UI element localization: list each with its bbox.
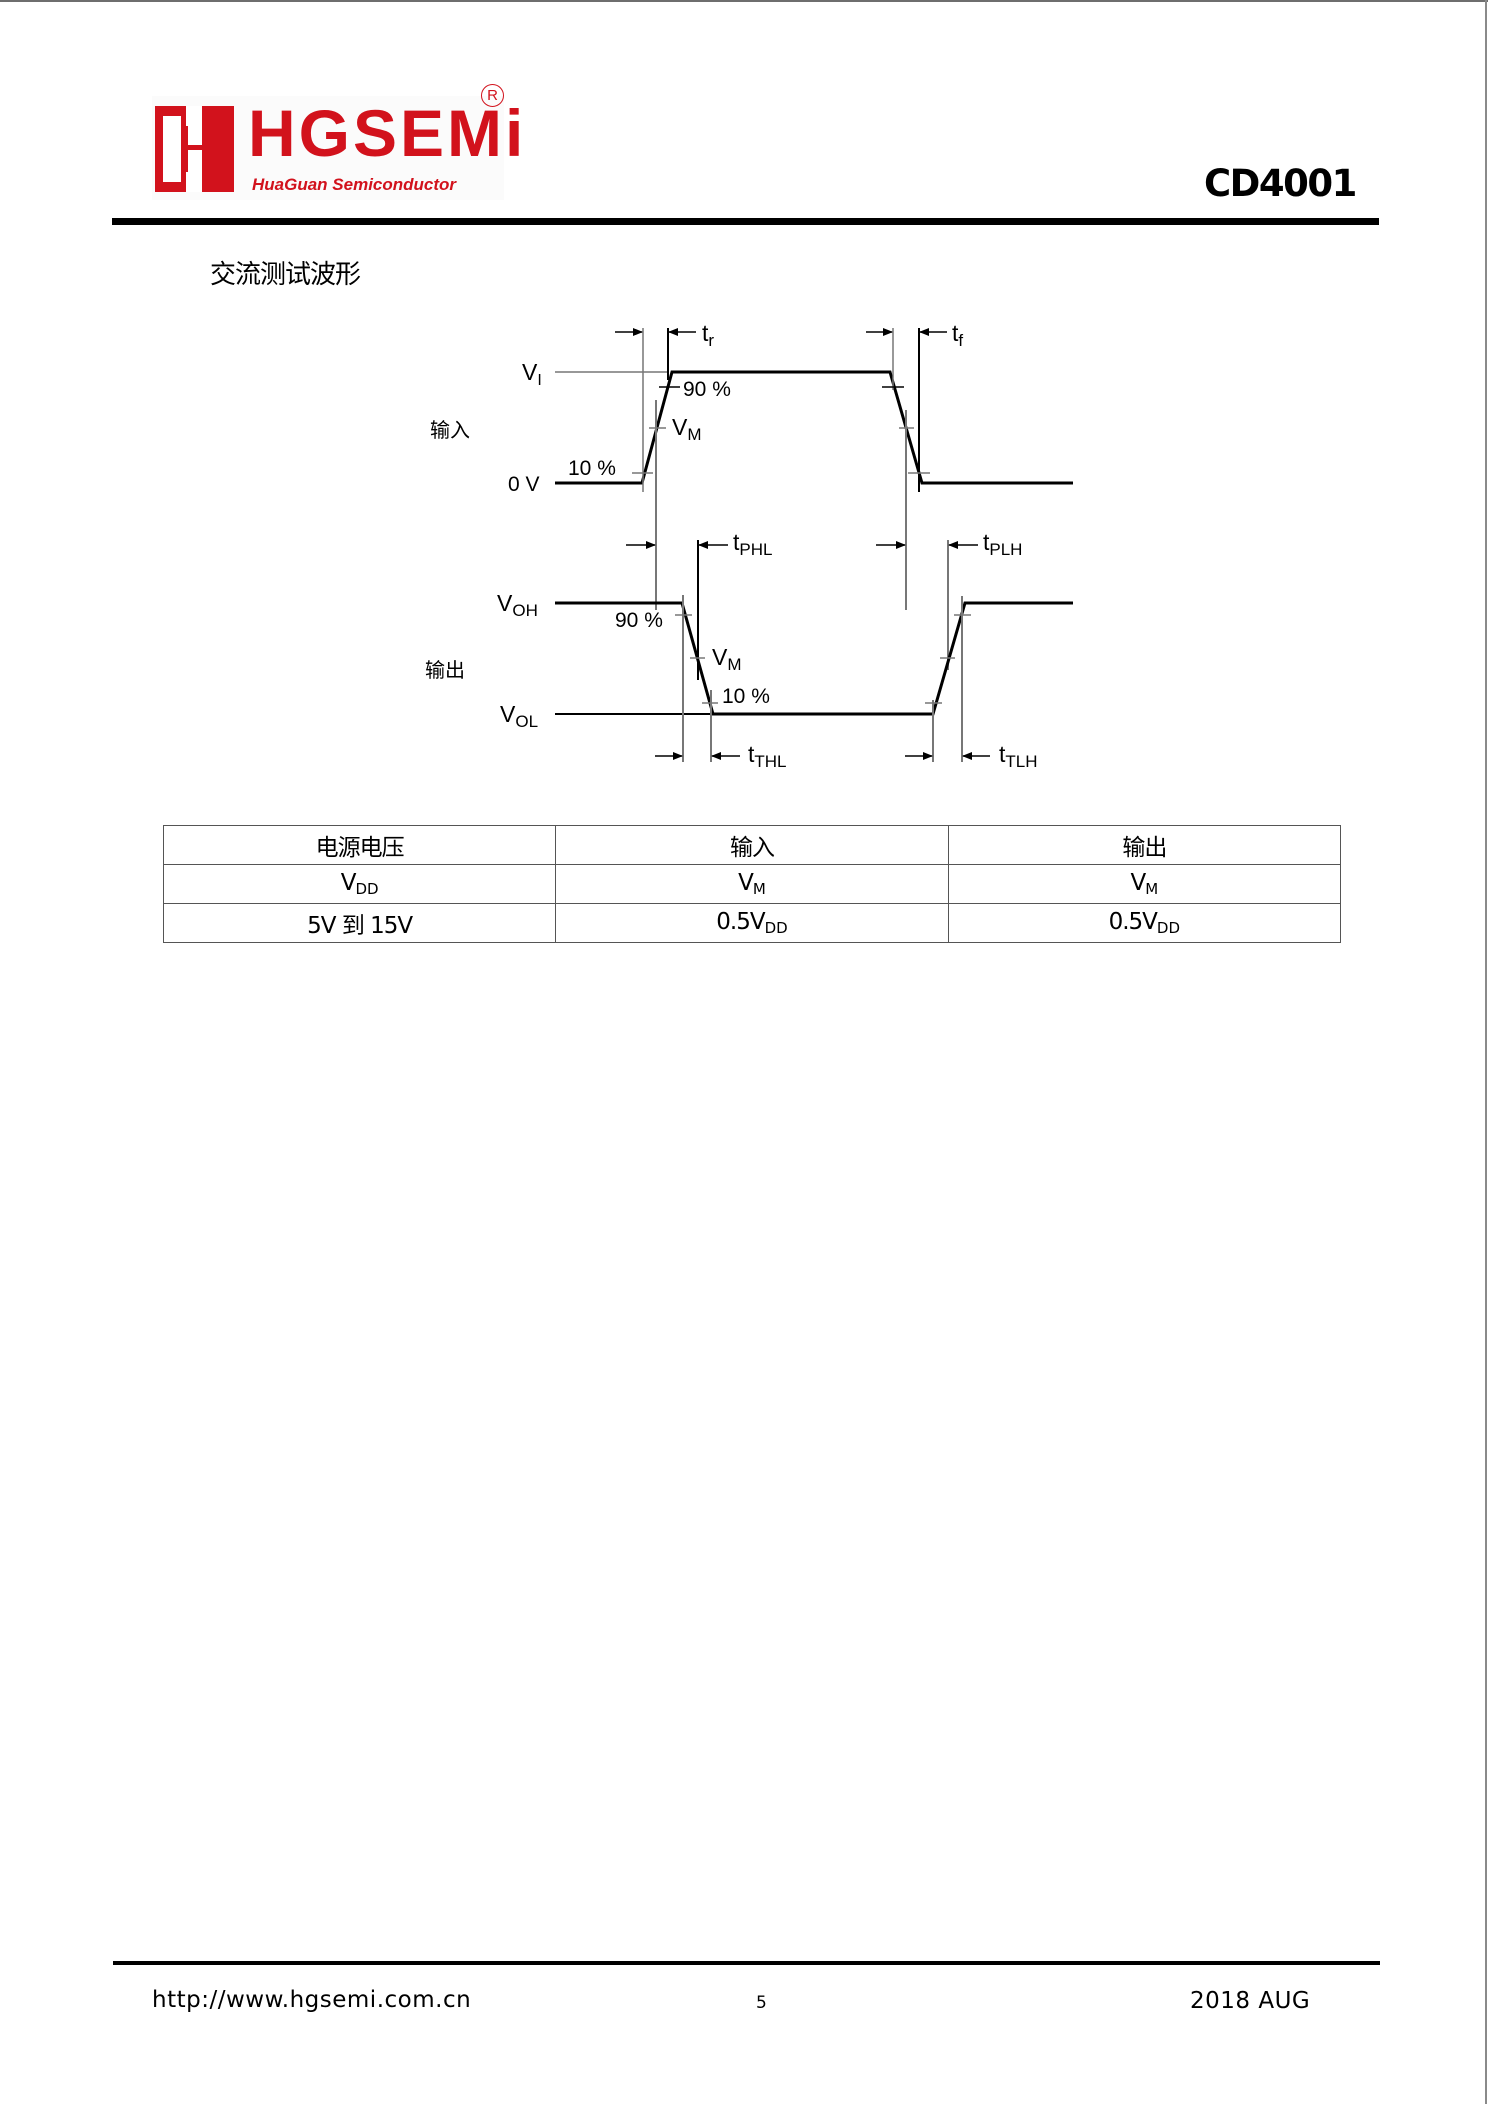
- output-waveform: [555, 595, 1073, 762]
- table-cell: 5V 到 15V: [162, 903, 557, 943]
- hg-logo-mark-icon: [155, 106, 234, 192]
- tphl-label: tPHL: [733, 529, 772, 559]
- input-10-percent-label: 10 %: [568, 457, 616, 480]
- input-low-level-label: 0 V: [508, 473, 540, 496]
- measurement-points-table: 电源电压 输入 输出 VDD VM VM 5V 到 15V 0.5VDD 0.5…: [162, 825, 1342, 943]
- tplh-label: tPLH: [983, 529, 1022, 559]
- table-row: VDD VM VM: [162, 864, 1342, 904]
- table-header-cell: 输出: [947, 825, 1342, 865]
- table-row: 5V 到 15V 0.5VDD 0.5VDD: [162, 903, 1342, 943]
- company-logo: HGSEMi HuaGuan Semiconductor R: [152, 84, 523, 200]
- table-cell: 0.5VDD: [555, 903, 949, 943]
- page-number: 5: [756, 1993, 767, 2013]
- table-cell: 0.5VDD: [947, 903, 1342, 943]
- table-cell: VDD: [162, 864, 557, 904]
- page-border-right: [1485, 0, 1487, 2104]
- output-low-level-label: VOL: [500, 701, 538, 731]
- footer-website-link[interactable]: http://www.hgsemi.com.cn: [152, 1987, 472, 2013]
- table-header-row: 电源电压 输入 输出: [162, 825, 1342, 865]
- output-vm-label: VM: [712, 644, 742, 674]
- logo-brand-text: HGSEMi: [248, 96, 527, 170]
- ttlh-label: tTLH: [999, 741, 1038, 771]
- tr-label: tr: [702, 320, 714, 350]
- input-high-level-label: VI: [522, 359, 542, 389]
- ac-test-waveform-diagram: 输入 VI 0 V 90 % VM 10 % tr tf tPHL tPLH 输…: [425, 320, 1073, 771]
- table-header-cell: 电源电压: [162, 825, 557, 865]
- output-90-percent-label: 90 %: [615, 609, 663, 632]
- page-border-top: [0, 0, 1488, 2]
- part-number-title: CD4001: [1204, 162, 1357, 205]
- input-label: 输入: [430, 418, 470, 442]
- footer-date: 2018 AUG: [1190, 1988, 1311, 2014]
- output-label: 输出: [425, 658, 465, 682]
- output-10-percent-label: 10 %: [722, 685, 770, 708]
- table-header-cell: 输入: [555, 825, 949, 865]
- table-cell: VM: [947, 864, 1342, 904]
- section-title: 交流测试波形: [210, 260, 361, 290]
- table-cell: VM: [555, 864, 949, 904]
- logo-subtitle: HuaGuan Semiconductor: [252, 175, 457, 194]
- header-divider: [112, 218, 1379, 225]
- registered-mark-icon: R: [481, 84, 504, 107]
- tf-label: tf: [952, 320, 963, 350]
- footer-divider: [113, 1961, 1380, 1965]
- input-waveform: [555, 328, 1073, 610]
- input-90-percent-label: 90 %: [683, 378, 731, 401]
- tthl-label: tTHL: [748, 741, 787, 771]
- output-high-level-label: VOH: [497, 590, 538, 620]
- input-vm-label: VM: [672, 414, 702, 444]
